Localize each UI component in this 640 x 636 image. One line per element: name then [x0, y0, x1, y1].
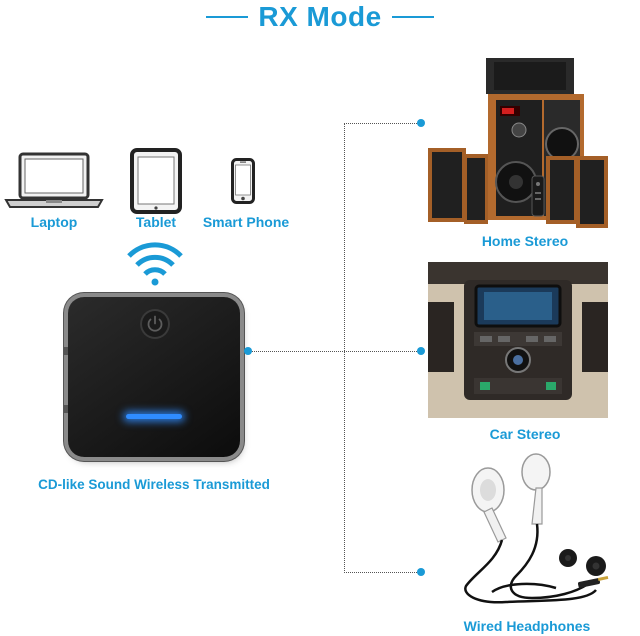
smartphone-icon	[231, 158, 255, 204]
side-port-bottom	[63, 405, 68, 413]
connector-device-to-hub	[250, 351, 421, 352]
laptop-icon	[4, 152, 104, 208]
car-stereo-label: Car Stereo	[489, 426, 561, 442]
connector-dot-car-stereo	[417, 347, 425, 355]
power-button	[140, 309, 170, 339]
title-left-dash	[206, 16, 249, 18]
title-right-dash	[391, 16, 434, 18]
smartphone-label: Smart Phone	[202, 214, 290, 230]
power-icon	[147, 315, 163, 332]
device-caption: CD-like Sound Wireless Transmitted	[38, 477, 270, 492]
side-port-top	[63, 347, 68, 355]
diagram-title: RX Mode	[0, 0, 640, 34]
wireless-signal-icon	[127, 242, 183, 286]
home-stereo-label: Home Stereo	[481, 233, 569, 249]
tablet-icon	[130, 148, 182, 214]
wired-headphones-image	[464, 453, 609, 604]
title-text: RX Mode	[258, 1, 382, 32]
connector-dot-device	[244, 347, 252, 355]
laptop-label: Laptop	[30, 214, 78, 230]
connector-headphones	[344, 572, 421, 573]
car-stereo-image	[428, 262, 608, 418]
status-led	[126, 414, 182, 419]
connector-dot-home-stereo	[417, 119, 425, 127]
connector-dot-headphones	[417, 568, 425, 576]
connector-trunk	[344, 123, 345, 573]
connector-home-stereo	[344, 123, 421, 124]
bluetooth-receiver-device	[63, 297, 240, 457]
home-stereo-image	[428, 58, 608, 228]
tablet-label: Tablet	[135, 214, 177, 230]
wired-headphones-label: Wired Headphones	[463, 618, 591, 634]
